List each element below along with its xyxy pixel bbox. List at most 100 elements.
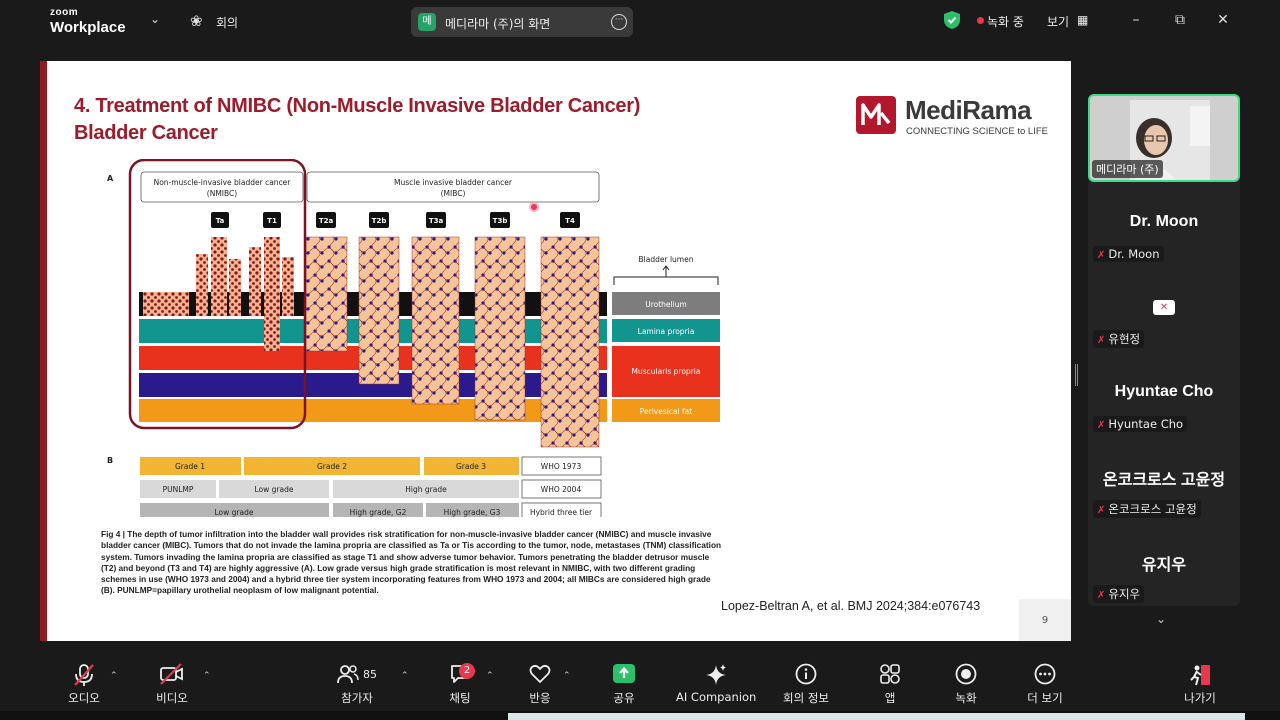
apps-icon [880,664,900,684]
reactions-options-caret[interactable]: ⌃ [563,671,571,681]
participants-count: 85 [363,668,377,681]
grade-cell: Low grade [215,508,254,517]
ai-companion-button[interactable]: AI Companion [676,657,756,720]
mic-muted-icon: ✗ [1097,335,1106,346]
stage-tag: Ta [216,217,225,225]
sharer-avatar: 메 [418,13,436,31]
share-button[interactable]: 공유 [604,657,644,720]
chat-button[interactable]: 2 채팅 [440,657,480,720]
medirama-mark-icon [856,96,896,134]
grade-cell: High grade [405,485,447,494]
grade-cell: Grade 2 [317,462,347,471]
apps-button[interactable]: 앱 [870,657,910,720]
layer-label: Perivesical fat [640,407,693,416]
layer-label: Urothelium [645,300,687,309]
participant-tile-name: Dr. Moon [1129,213,1199,230]
more-label: 더 보기 [1027,691,1063,705]
brand-tagline: CONNECTING SCIENCE to LIFE [906,126,1048,137]
more-options-icon[interactable]: ··· [611,14,627,30]
ai-companion-label: AI Companion [676,690,757,704]
stage-tags: Ta T1 T2a T2b T3a T3b T4 [211,212,580,228]
layer-label: Lamina propria [638,327,695,336]
participants-options-caret[interactable]: ⌃ [401,671,409,681]
citation: Lopez-Beltran A, et al. BMJ 2024;384:e07… [721,599,981,613]
grade-cell: Grade 1 [175,462,205,471]
bladder-lumen-label: Bladder lumen [639,255,694,264]
close-icon[interactable]: ✕ [1217,12,1229,28]
more-button[interactable]: 더 보기 [1022,657,1068,720]
page-number: 9 [1041,615,1049,626]
video-button[interactable]: 비디오 [148,657,196,720]
participants-button[interactable]: 85 참가자 [330,657,384,720]
meeting-label: 회의 [216,16,239,30]
nmibc-highlight-outline [128,159,307,430]
grading-table: Grade 1 Grade 2 Grade 3 WHO 1973 PUNLMP … [140,456,602,517]
minimize-icon[interactable]: – [1132,12,1140,28]
stage-tag: T2b [372,217,387,225]
nmibc-header-line2: (NMIBC) [207,189,237,198]
security-shield-icon[interactable] [944,11,960,29]
sparkle-icon [706,664,726,685]
grade-cell: Low grade [255,485,294,494]
video-tile-active-speaker[interactable]: 메디라마 (주) [1088,94,1240,182]
mibc-header-line1: Muscle invasive bladder cancer [394,178,513,187]
mic-muted-icon: ✗ [1097,250,1106,261]
reactions-button[interactable]: 반응 [520,657,560,720]
participant-sub-name: 유지우 [1108,587,1141,601]
participant-tile-label: ✗온코크로스 고윤정 [1093,500,1201,518]
layer-legend: Urothelium Lamina propria Muscularis pro… [612,292,720,422]
meeting-info-button[interactable]: 회의 정보 [778,657,834,720]
participant-tile-label: ✗유지우 [1093,585,1145,603]
participant-tile-label: ✗Hyuntae Cho [1093,416,1188,432]
more-icon [1034,663,1056,685]
participants-icon [337,665,359,684]
screen-share-indicator[interactable]: 메 메디라마 (주)의 화면 ··· [411,7,633,37]
mic-muted-icon: ✗ [1097,420,1106,431]
mibc-header-box [306,171,600,203]
recording-status[interactable]: 녹화 중 [987,15,1024,29]
participant-tile-name: 온코크로스 고윤정 [1102,472,1226,489]
top-bar: zoom Workplace ⌄ ❀ 회의 메 메디라마 (주)의 화면 ···… [0,0,1280,42]
reactions-label: 반응 [529,691,551,705]
audio-label: 오디오 [68,691,100,705]
bottom-strip [508,713,1245,720]
scroll-down-chevron-icon[interactable]: ⌄ [1156,612,1167,626]
recording-dot-icon [977,17,984,24]
chat-options-caret[interactable]: ⌃ [486,671,494,681]
grid-view-icon[interactable]: ▦ [1077,13,1089,27]
share-label: 공유 [613,691,635,705]
leave-label: 나가기 [1184,691,1216,705]
video-options-caret[interactable]: ⌃ [203,671,211,681]
chat-unread-badge: 2 [459,663,475,679]
stage-tag: T3b [493,217,508,225]
layer-label: Muscularis propria [632,367,701,376]
panel-a-label: A [107,174,114,183]
figure-caption: Fig 4 | The depth of tumor infiltration … [101,529,722,596]
slide-title: 4. Treatment of NMIBC (Non-Muscle Invasi… [74,95,641,117]
slide-subtitle: Bladder Cancer [74,122,218,144]
mic-muted-icon [74,664,94,686]
zoom-workplace-logo[interactable]: zoom Workplace [50,7,126,36]
bladder-cancer-staging-figure: A Non-muscle-invasive bladder cancer (NM… [107,159,720,517]
view-button[interactable]: 보기 [1047,15,1070,29]
brand-name: MediRama [905,95,1032,125]
chevron-down-icon[interactable]: ⌄ [150,12,161,26]
scheme-label: WHO 2004 [541,485,582,494]
share-title: 메디라마 (주)의 화면 [445,17,551,31]
lumen-bracket [613,276,719,285]
grade-cell: PUNLMP [163,485,194,494]
nmibc-header-line1: Non-muscle-invasive bladder cancer [154,178,292,187]
audio-button[interactable]: 오디오 [60,657,108,720]
record-label: 녹화 [955,691,977,705]
record-button[interactable]: 녹화 [946,657,986,720]
participant-video-icon [1130,100,1210,180]
logo-small-text: zoom [50,7,79,18]
video-off-icon: ✕ [1153,300,1175,315]
mibc-tumors [305,236,600,448]
audio-options-caret[interactable]: ⌃ [110,671,118,681]
participant-tile-label: ✗유현정 [1093,330,1145,348]
leave-button[interactable]: 나가기 [1178,657,1222,720]
paw-icon: ❀ [190,12,203,30]
restore-icon[interactable]: ⧉ [1175,12,1185,28]
panel-resize-handle[interactable] [1075,364,1078,386]
